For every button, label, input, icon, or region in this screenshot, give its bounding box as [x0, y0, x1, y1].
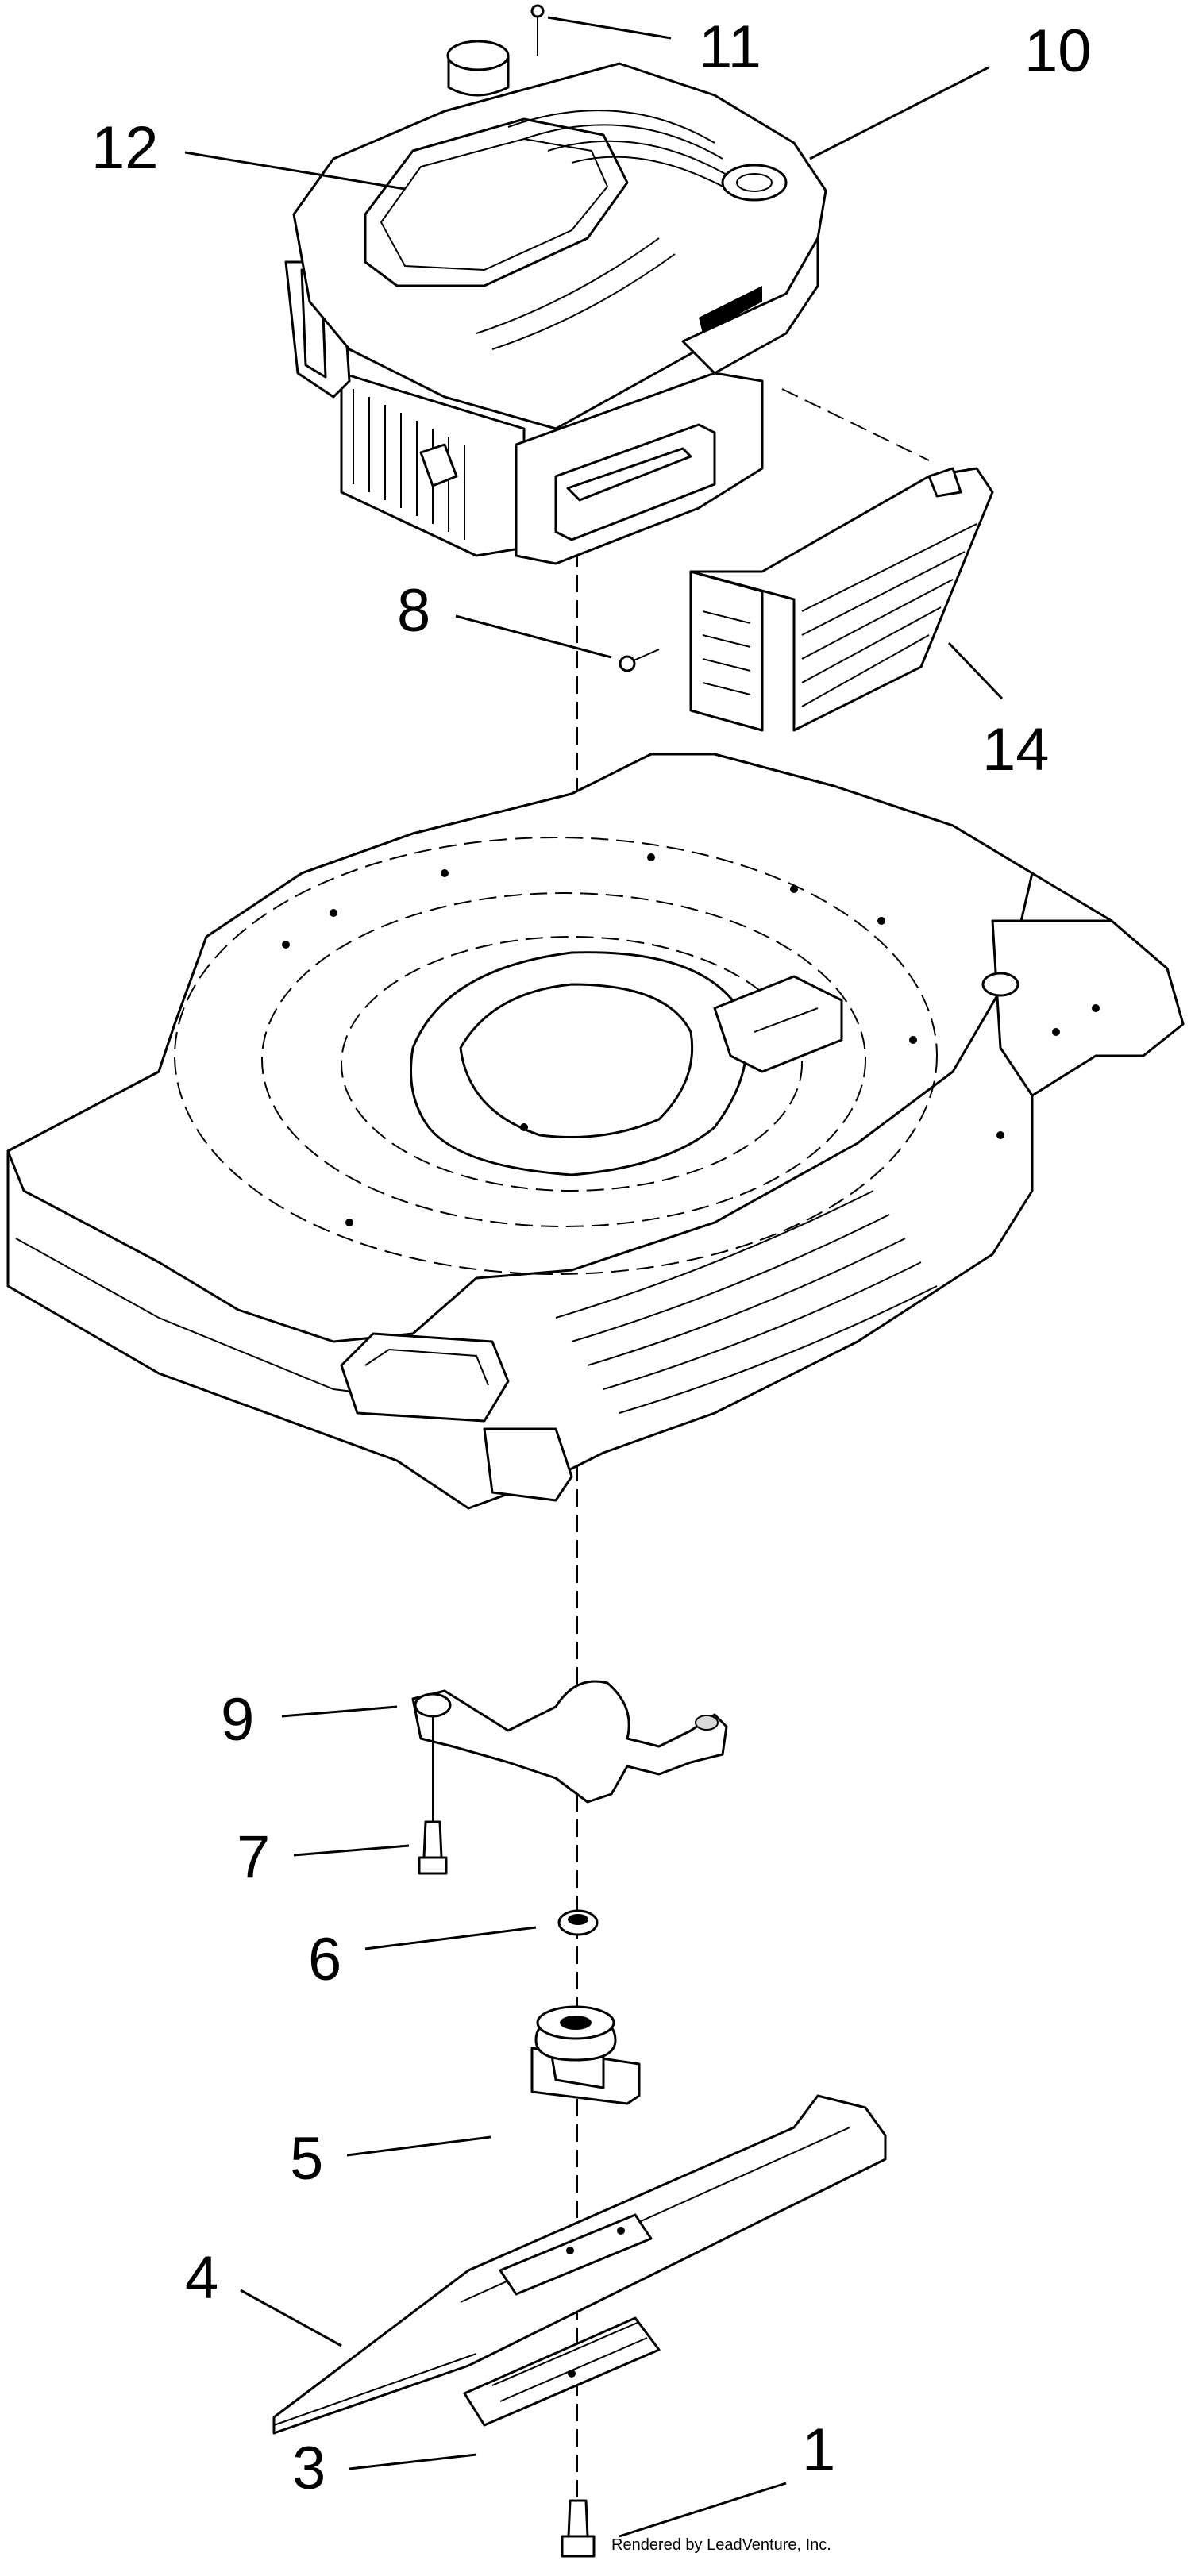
leader-11 — [547, 16, 672, 40]
leader-lines — [184, 16, 1004, 2538]
leader-7 — [293, 1844, 410, 1857]
leader-1 — [619, 2482, 787, 2538]
callout-3: 3 — [292, 2435, 326, 2502]
part-8-screw — [619, 649, 660, 672]
callout-5: 5 — [290, 2125, 323, 2193]
callout-12: 12 — [91, 114, 159, 182]
callout-10: 10 — [1024, 17, 1092, 85]
callout-7: 7 — [237, 1823, 270, 1891]
leader-4 — [240, 2289, 342, 2347]
leader-12 — [184, 151, 406, 191]
leader-9 — [281, 1705, 398, 1718]
oil-fill-cap — [446, 40, 510, 97]
part-9-baffle — [411, 1680, 728, 1822]
part-11-fastener — [530, 4, 545, 56]
leader-10 — [809, 66, 989, 160]
leader-14 — [947, 641, 1004, 700]
part-7-bolt — [418, 1820, 448, 1875]
part-6-washer — [557, 1909, 599, 1936]
callout-11: 11 — [699, 13, 761, 81]
leader-6 — [364, 1926, 537, 1950]
part-1-bolt — [561, 2499, 596, 2558]
callout-6: 6 — [308, 1926, 341, 1993]
leader-8 — [455, 614, 612, 659]
callout-labels: 11 10 12 8 14 9 7 6 5 4 3 1 — [91, 13, 1092, 2502]
leader-5 — [346, 2135, 491, 2157]
part-5-adapter — [530, 2005, 641, 2105]
callout-8: 8 — [397, 577, 430, 645]
leader-3 — [349, 2453, 477, 2470]
mower-deck — [6, 753, 1185, 1510]
callout-14: 14 — [982, 716, 1050, 784]
callout-4: 4 — [185, 2244, 218, 2312]
callout-9: 9 — [221, 1686, 254, 1754]
callout-1: 1 — [802, 2416, 835, 2484]
part-14-shield — [689, 388, 994, 732]
credit-text: Rendered by LeadVenture, Inc. — [611, 2536, 831, 2554]
part-4-blade — [272, 2094, 887, 2435]
engine-assembly — [284, 4, 827, 565]
part-3-stiffener — [463, 2316, 661, 2427]
